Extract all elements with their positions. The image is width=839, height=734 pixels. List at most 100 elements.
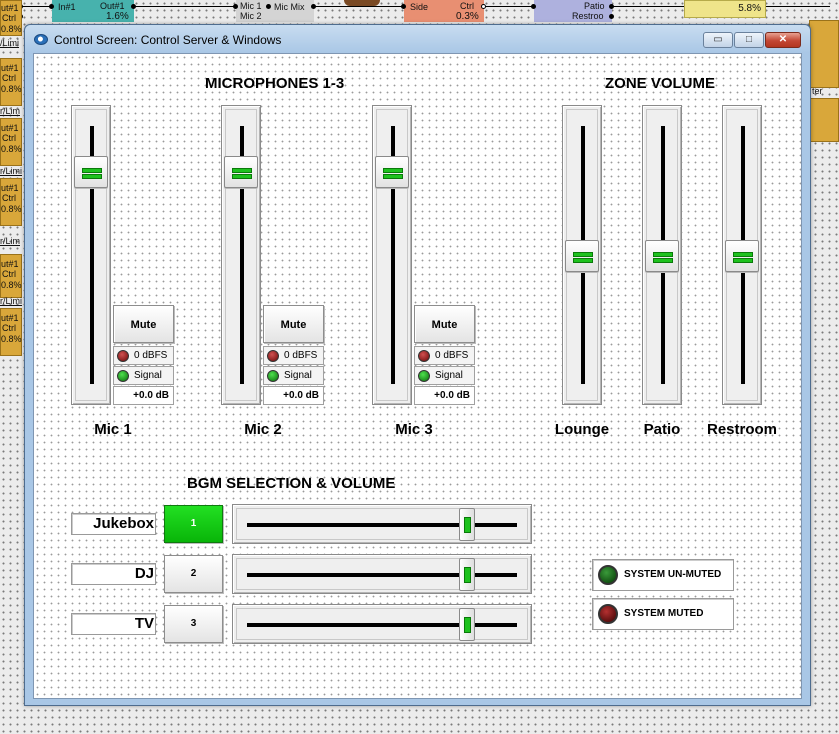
- bgm-select-button[interactable]: 1: [164, 505, 223, 543]
- block-label: ter: [812, 86, 823, 96]
- block-brown[interactable]: [344, 0, 380, 6]
- app-icon: [34, 34, 48, 45]
- fader-thumb[interactable]: [645, 240, 679, 272]
- node[interactable]: [609, 4, 614, 9]
- maximize-button[interactable]: □: [734, 32, 764, 48]
- block-zone-outputs[interactable]: Patio Restroo: [534, 0, 612, 22]
- gain-readout[interactable]: +0.0 dB: [414, 386, 475, 405]
- signal-indicator: Signal: [414, 366, 475, 385]
- node[interactable]: [401, 4, 406, 9]
- block-ctrl[interactable]: Ctrl 0.3%: [446, 0, 484, 22]
- window-title: Control Screen: Control Server & Windows: [54, 33, 282, 47]
- mute-button[interactable]: Mute: [414, 305, 475, 343]
- close-button[interactable]: ✕: [765, 32, 801, 48]
- clip-label: 0 dBFS: [134, 350, 168, 361]
- block-left-label: /Limi: [0, 38, 24, 48]
- control-screen-window: Control Screen: Control Server & Windows…: [24, 24, 811, 706]
- fader-track: [247, 623, 517, 627]
- system-muted-indicator: SYSTEM MUTED: [592, 598, 734, 630]
- block-label: /Limi: [0, 38, 20, 48]
- fader-thumb[interactable]: [459, 608, 475, 641]
- fader-thumb[interactable]: [565, 240, 599, 272]
- block-right-label: ter: [812, 86, 839, 96]
- mute-button[interactable]: Mute: [263, 305, 324, 343]
- fader-track: [247, 523, 517, 527]
- block-label: Mic 1: [240, 1, 262, 11]
- fader-track: [247, 573, 517, 577]
- signal-led-icon: [418, 370, 430, 382]
- bgm-volume-fader[interactable]: [232, 554, 532, 594]
- block-left-5[interactable]: ut#1 Ctrl 0.8%: [0, 254, 22, 298]
- block-left-1[interactable]: ut#1 Ctrl 0.8%: [0, 0, 22, 36]
- zone-label: Restroom: [706, 421, 777, 438]
- fader-thumb[interactable]: [375, 156, 409, 188]
- block-value: 0.8%: [1, 280, 22, 290]
- node[interactable]: [531, 4, 536, 9]
- gain-readout[interactable]: +0.0 dB: [263, 386, 324, 405]
- zone-fader[interactable]: [642, 105, 682, 405]
- fader-track: [90, 126, 94, 384]
- zone-volume-heading: ZONE VOLUME: [605, 75, 716, 92]
- block-side[interactable]: Side: [404, 0, 446, 22]
- node[interactable]: [311, 4, 316, 9]
- block-value: 5.8%: [738, 3, 761, 14]
- mute-button[interactable]: Mute: [113, 305, 174, 343]
- block-label: ut#1: [1, 63, 19, 73]
- bgm-select-button[interactable]: 2: [164, 555, 223, 593]
- block-mic-inputs[interactable]: Mic 1 Mic 2: [236, 0, 268, 22]
- bgm-select-button[interactable]: 3: [164, 605, 223, 643]
- node[interactable]: [266, 4, 271, 9]
- block-left-4[interactable]: ut#1 Ctrl 0.8%: [0, 178, 22, 226]
- signal-led-icon: [267, 370, 279, 382]
- block-output[interactable]: Out#1 1.6%: [92, 0, 134, 22]
- minimize-button[interactable]: ▭: [703, 32, 733, 48]
- node[interactable]: [49, 4, 54, 9]
- signal-label: Signal: [435, 370, 463, 381]
- fader-thumb[interactable]: [224, 156, 258, 188]
- bgm-volume-fader[interactable]: [232, 604, 532, 644]
- fader-thumb[interactable]: [725, 240, 759, 272]
- block-left-2[interactable]: ut#1 Ctrl 0.8%: [0, 58, 22, 106]
- fader-thumb[interactable]: [459, 558, 475, 591]
- node[interactable]: [131, 4, 136, 9]
- block-value: 0.3%: [456, 11, 479, 22]
- signal-label: Signal: [134, 370, 162, 381]
- block-mic-mix[interactable]: Mic Mix: [268, 0, 314, 22]
- block-left-3[interactable]: ut#1 Ctrl 0.8%: [0, 118, 22, 166]
- block-input[interactable]: In#1: [52, 0, 92, 22]
- fader-frame: [236, 608, 528, 640]
- node[interactable]: [481, 4, 486, 9]
- mic-fader[interactable]: [71, 105, 111, 405]
- block-yellow[interactable]: 5.8%: [684, 0, 766, 18]
- block-label: Mic Mix: [274, 2, 305, 12]
- block-value: 0.8%: [1, 24, 22, 34]
- gain-readout[interactable]: +0.0 dB: [113, 386, 174, 405]
- bgm-source-name: TV: [71, 613, 156, 635]
- block-left-6[interactable]: ut#1 Ctrl 0.8%: [0, 308, 22, 356]
- clip-led-icon: [117, 350, 129, 362]
- clip-indicator: 0 dBFS: [414, 346, 475, 365]
- system-muted-label: SYSTEM MUTED: [624, 608, 704, 619]
- block-label: ut#1: [1, 259, 19, 269]
- block-right-2[interactable]: [809, 98, 839, 142]
- fader-track: [240, 126, 244, 384]
- mic-fader[interactable]: [221, 105, 261, 405]
- fader-thumb[interactable]: [459, 508, 475, 541]
- node[interactable]: [609, 14, 614, 19]
- block-value: 0.8%: [1, 204, 22, 214]
- zone-fader[interactable]: [722, 105, 762, 405]
- node[interactable]: [233, 4, 238, 9]
- zone-fader[interactable]: [562, 105, 602, 405]
- title-bar[interactable]: Control Screen: Control Server & Windows…: [25, 25, 810, 53]
- status-led-icon: [598, 604, 618, 624]
- mic-fader[interactable]: [372, 105, 412, 405]
- block-label: In#1: [58, 2, 76, 12]
- fader-frame: [236, 558, 528, 590]
- mic-channel-label: Mic 1: [94, 421, 132, 438]
- block-right-1[interactable]: [809, 20, 839, 88]
- mute-strip: Mute 0 dBFS Signal +0.0 dB: [113, 305, 174, 405]
- fader-frame: [376, 109, 408, 401]
- clip-led-icon: [418, 350, 430, 362]
- fader-thumb[interactable]: [74, 156, 108, 188]
- bgm-volume-fader[interactable]: [232, 504, 532, 544]
